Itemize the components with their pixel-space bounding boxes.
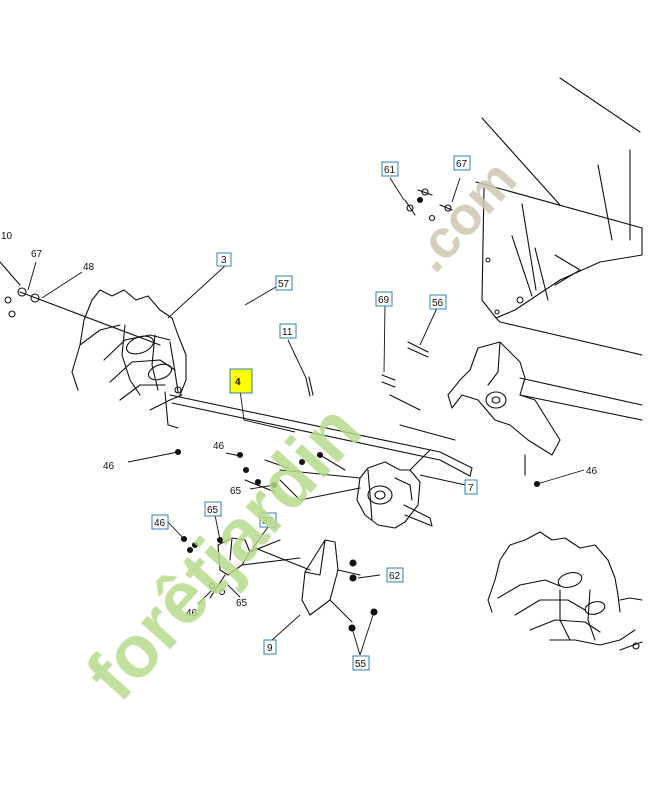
callout-46-right: 46	[586, 466, 598, 477]
callout-46-lower: 46	[186, 608, 198, 619]
callout-65-bracket: 65	[207, 505, 219, 516]
key-pins	[305, 341, 456, 441]
watermark-logo: forêtjardin .com	[70, 149, 528, 715]
left-end-hardware	[0, 261, 161, 346]
bolt-cluster-61-67	[404, 188, 453, 222]
callout-62: 62	[389, 571, 401, 582]
highlight-box-4	[229, 368, 253, 394]
callout-46-left: 46	[103, 461, 115, 472]
callout-boxes	[151, 155, 478, 671]
callout-48: 48	[83, 262, 95, 273]
callout-56: 56	[432, 298, 444, 309]
callout-11: 11	[282, 327, 293, 338]
callout-10: 10	[1, 231, 13, 242]
callout-4: 4	[235, 377, 241, 388]
callout-46-shaft: 46	[213, 441, 225, 452]
left-auger-flighting	[71, 289, 187, 429]
callout-67-left: 67	[31, 249, 43, 260]
right-auger-flighting	[487, 531, 643, 651]
callout-69: 69	[378, 295, 390, 306]
leader-lines	[27, 177, 585, 656]
callout-67-top: 67	[456, 159, 468, 170]
gearbox	[356, 449, 433, 529]
callout-37: 37	[262, 516, 274, 527]
callout-55: 55	[355, 659, 367, 670]
auger-shaft	[169, 386, 473, 477]
small-bracket	[208, 537, 301, 599]
bearing-support	[447, 341, 643, 476]
callout-7: 7	[468, 483, 474, 494]
bracket	[301, 539, 361, 623]
callout-9: 9	[267, 643, 273, 654]
callout-65-lower: 65	[236, 598, 248, 609]
auger-housing	[475, 77, 643, 356]
callout-61: 61	[384, 165, 396, 176]
assembly-lines	[244, 454, 361, 571]
callout-3: 3	[221, 255, 227, 266]
callout-57: 57	[278, 279, 290, 290]
callout-65-shaft: 65	[230, 486, 242, 497]
callout-46-bracket: 46	[154, 518, 166, 529]
watermark-text: forêtjardin	[70, 388, 377, 715]
callout-labels: 10 67 48 3 57 61 67 11 69 56 4 46 46 65 …	[1, 159, 598, 670]
